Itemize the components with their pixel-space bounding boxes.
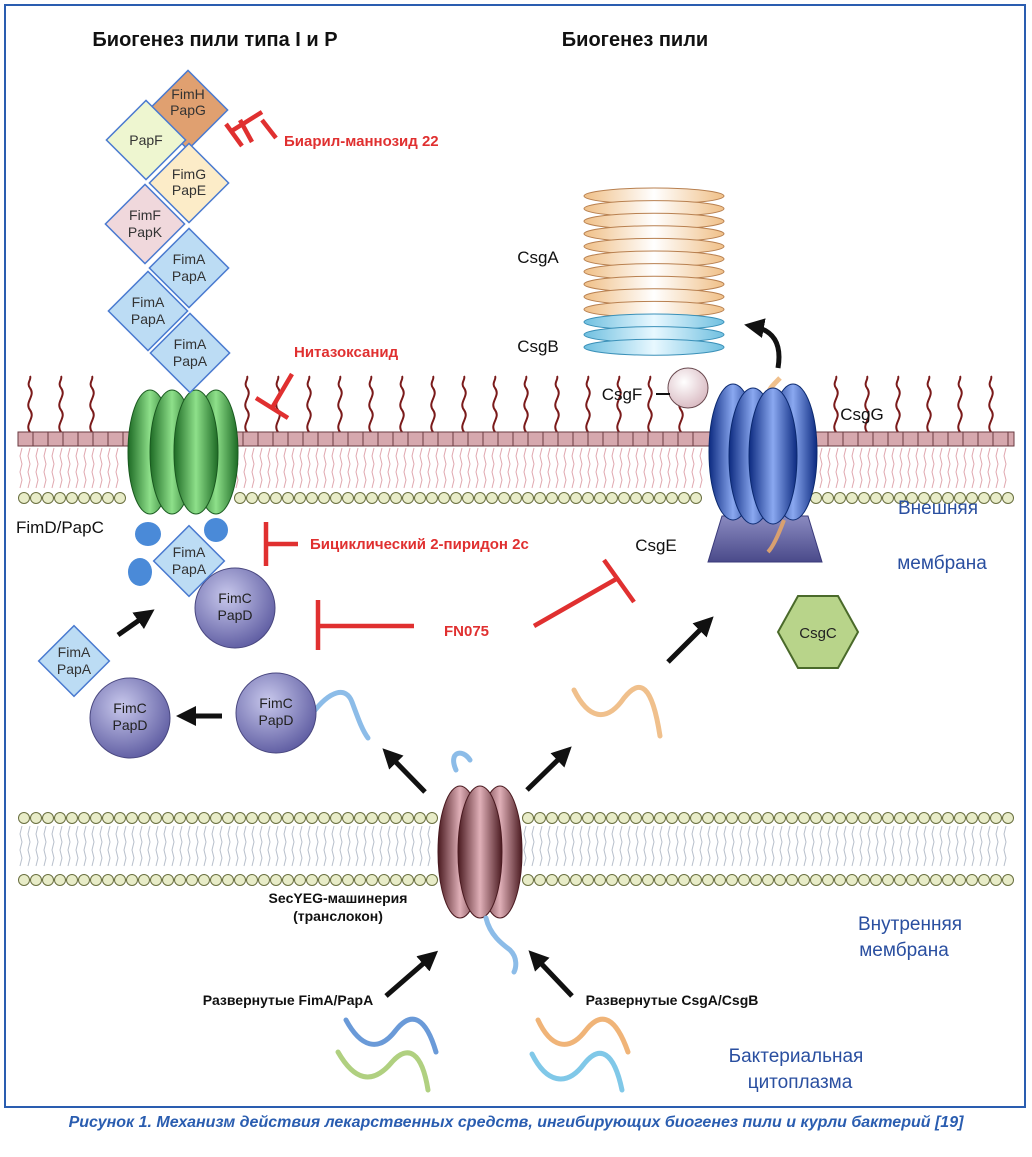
csgf-label: CsgF (602, 385, 643, 404)
outer-membrane-label-line1: Внешняя (898, 498, 978, 519)
fimc-free-line1: FimC (113, 700, 146, 716)
figure-caption: Рисунок 1. Механизм действия лекарственн… (68, 1114, 964, 1131)
fimc-usher-line2: PapD (217, 607, 252, 623)
subunit-fima-3: FimA PapA (149, 312, 231, 394)
unfolded-chains-csga (529, 1016, 631, 1093)
csga-label: CsgA (517, 248, 559, 267)
curli-fiber-stack (583, 187, 725, 356)
inhibitor-bars (224, 110, 636, 650)
subunit-papf-label: PapF (129, 132, 162, 148)
inhibitor-nitazoxanide-label: Нитазоксанид (294, 344, 399, 361)
subunit-fimh-line1: FimH (171, 86, 204, 102)
fimc-chain-line1: FimC (259, 695, 292, 711)
pili-biogenesis-diagram: Биогенез пили типа I и P Биогенез пили F… (16, 29, 1015, 1093)
subunit-fimg-line2: PapE (172, 182, 206, 198)
fima-free-line2: PapA (57, 661, 92, 677)
unfolded-fima-label: Развернутые FimA/PapA (203, 992, 373, 1008)
csgb-label: CsgB (517, 337, 559, 356)
subunit-fimf-line2: PapK (128, 224, 163, 240)
subunit-fima-3-line2: PapA (173, 353, 208, 369)
cytoplasm-label-line1: Бактериальная (729, 1046, 864, 1067)
secyeg-label-line2: (транслокон) (293, 908, 383, 924)
secyeg-translocon (437, 750, 523, 975)
title-left: Биогенез пили типа I и P (92, 29, 337, 51)
subunit-fima-3-line1: FimA (174, 336, 207, 352)
inner-membrane-label-line2: мембрана (859, 940, 949, 961)
fimc-usher-line1: FimC (218, 590, 251, 606)
fimc-free-line2: PapD (112, 717, 147, 733)
subunit-fimg: FimG PapE (148, 142, 230, 224)
unfolded-csga-label: Развернутые CsgA/CsgB (586, 992, 759, 1008)
subunit-fima-1-line2: PapA (172, 268, 207, 284)
csge-label: CsgE (635, 536, 677, 555)
chaperone-with-chain: FimC PapD (235, 672, 371, 754)
fima-usher-line2: PapA (172, 561, 207, 577)
outer-membrane-label-line2: мембрана (897, 553, 987, 574)
inhibitor-bicyclic-label: Бициклический 2-пиридон 2c (310, 536, 529, 553)
cytoplasm-label-line2: цитоплазма (748, 1072, 853, 1093)
csgg-label: CsgG (840, 405, 883, 424)
subunit-fimh-line2: PapG (170, 102, 206, 118)
subunit-fima-2: FimA PapA (107, 270, 189, 352)
inner-membrane-label-line1: Внутренняя (858, 914, 962, 935)
inner-membrane (18, 812, 1014, 886)
fimc-chain-line2: PapD (258, 712, 293, 728)
subunit-papf: PapF (105, 99, 187, 181)
fima-usher-line1: FimA (173, 544, 206, 560)
usher-label: FimD/PapC (16, 518, 104, 537)
chaperone-complex-free: FimC PapD FimA PapA (37, 624, 171, 759)
subunit-fimg-line1: FimG (172, 166, 206, 182)
inhibitor-biaryl-label: Биарил-маннозид 22 (284, 133, 439, 150)
unfolded-chains-fima (335, 1016, 439, 1093)
csgg-channel (707, 376, 823, 563)
csgc-protein: CsgC (776, 595, 860, 669)
subunit-fima-1-line1: FimA (173, 251, 206, 267)
inhibitor-fn075-label: FN075 (444, 623, 489, 640)
fima-free-line1: FimA (58, 644, 91, 660)
subunit-fima-1: FimA PapA (148, 227, 230, 309)
usher-fimd-papc (127, 389, 239, 586)
subunit-fima-2-line2: PapA (131, 311, 166, 327)
title-right: Биогенез пили (562, 29, 708, 51)
subunit-fima-2-line1: FimA (132, 294, 165, 310)
csgc-label: CsgC (799, 625, 837, 642)
chaperone-complex-usher: FimC PapD FimA PapA (152, 524, 276, 649)
subunit-fimf-line1: FimF (129, 207, 161, 223)
subunit-fimf: FimF PapK (104, 183, 186, 265)
figure-frame (4, 4, 1026, 1108)
flow-arrows (116, 318, 782, 998)
csgf-protein (656, 367, 709, 409)
secyeg-label-line1: SecYEG-машинерия (269, 890, 408, 906)
unfolded-chain-csga-periplasm (571, 685, 663, 739)
